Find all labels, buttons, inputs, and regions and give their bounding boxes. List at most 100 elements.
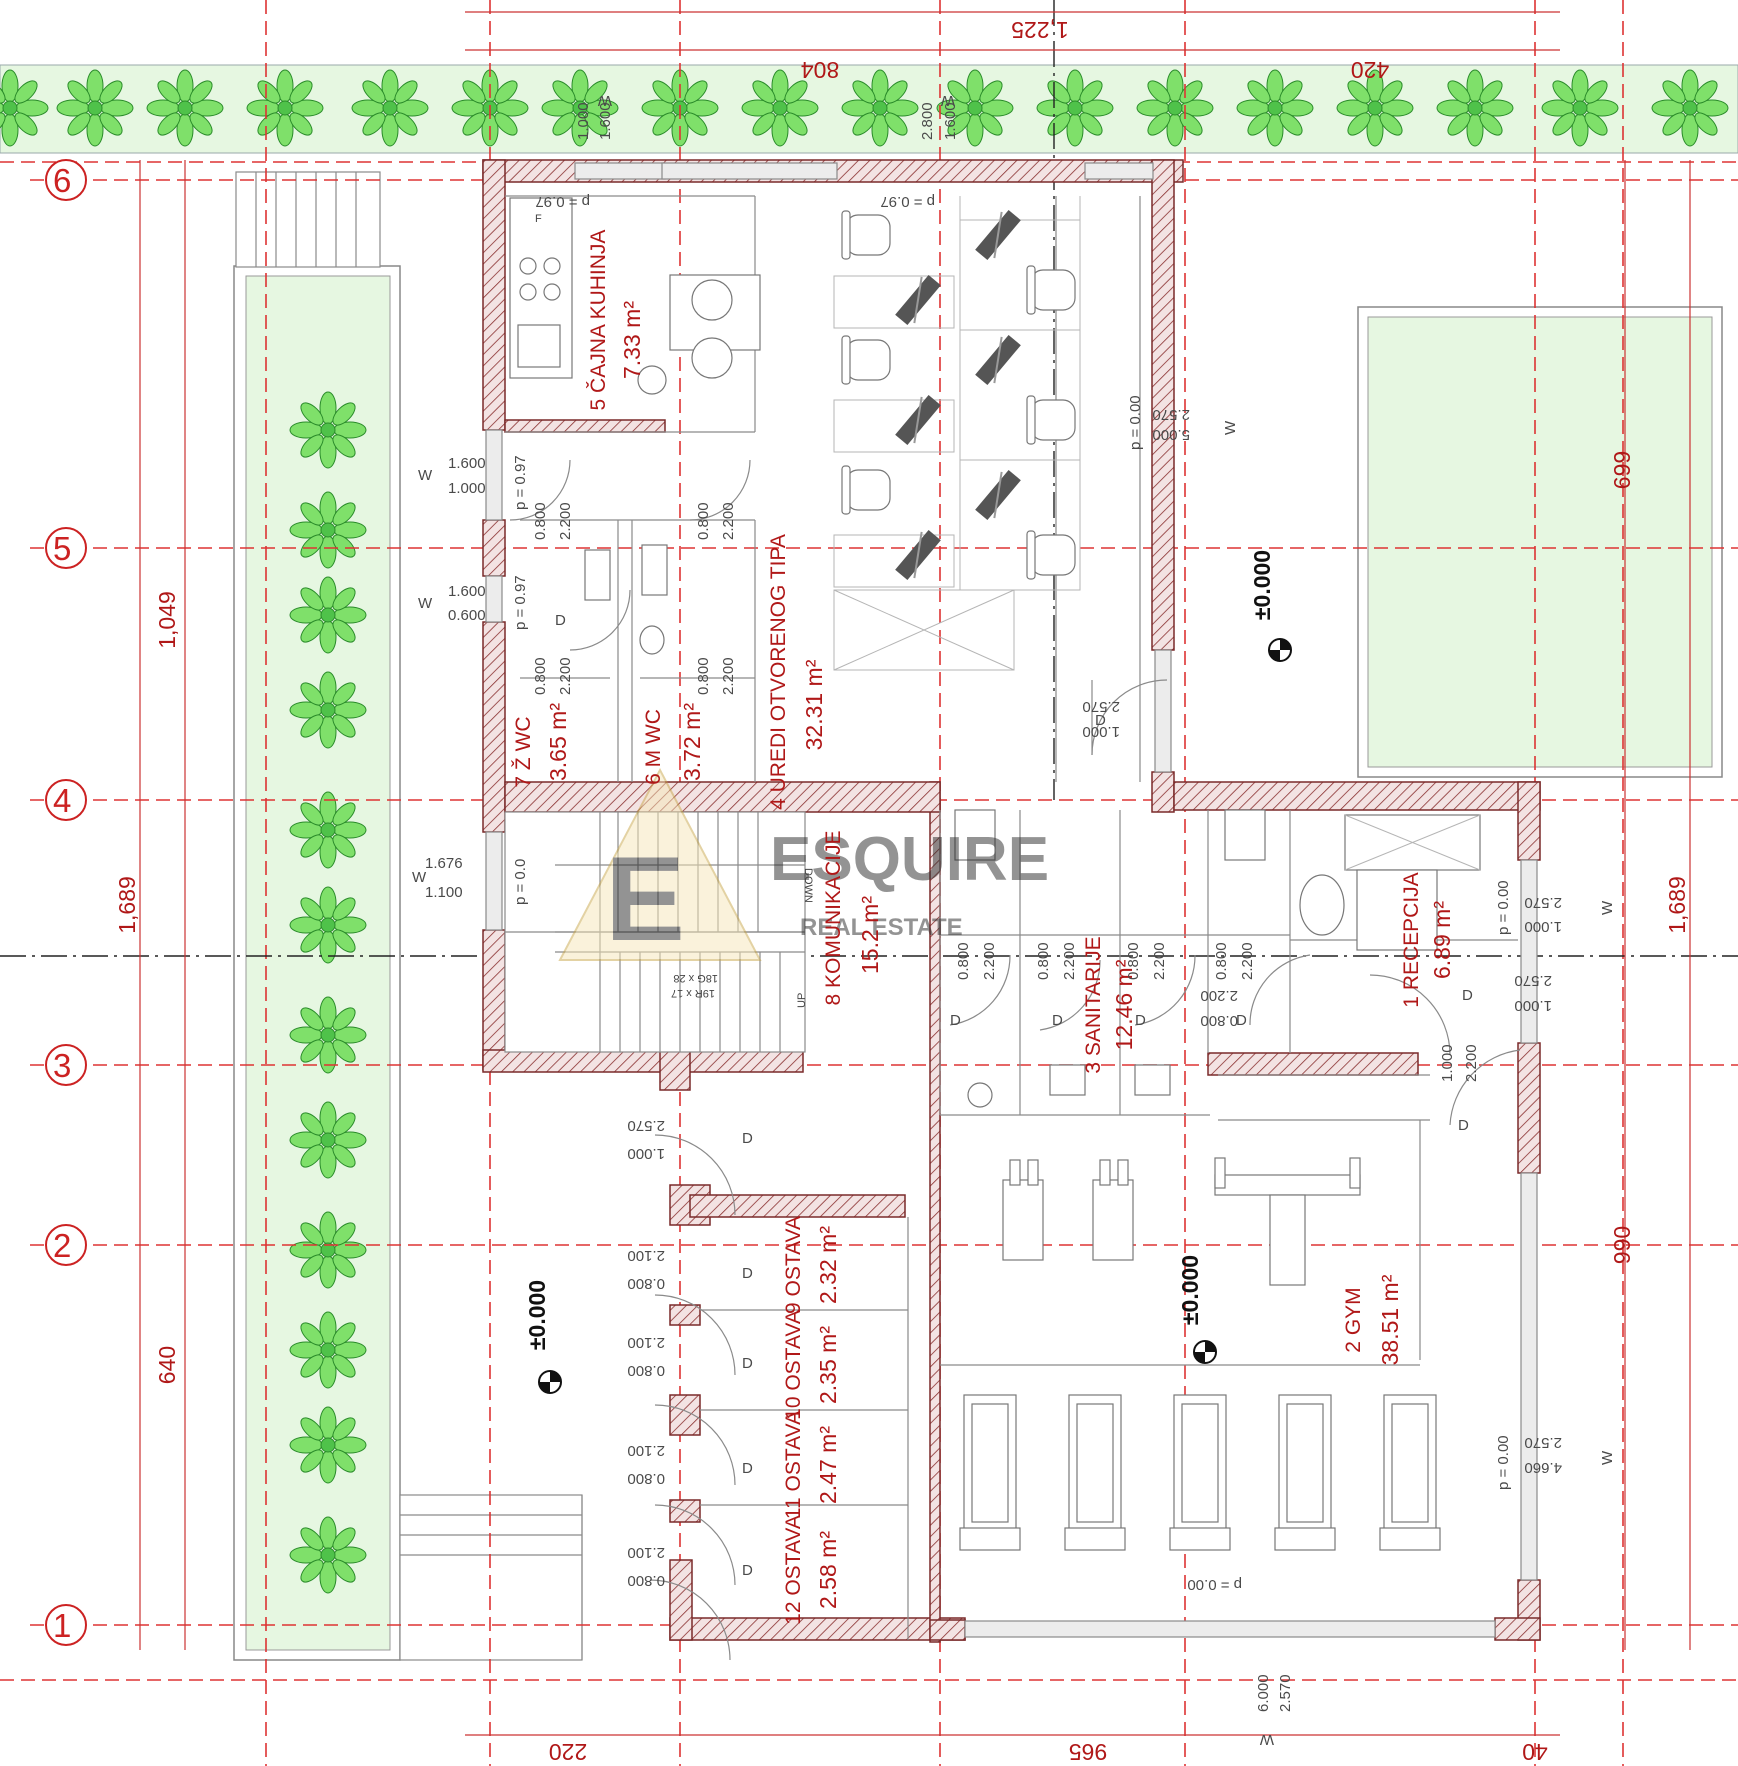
room-2-area: 38.51 m² bbox=[1377, 1274, 1403, 1365]
svg-text:D: D bbox=[742, 1562, 753, 1579]
svg-text:D: D bbox=[1052, 1012, 1063, 1029]
svg-text:D: D bbox=[1095, 712, 1106, 729]
grid-axis-5: 5 bbox=[53, 530, 71, 567]
interior-partitions bbox=[505, 195, 1518, 1640]
dim-top-left: 804 bbox=[801, 57, 840, 83]
grid-axis-6: 6 bbox=[53, 162, 71, 199]
svg-text:2.200: 2.200 bbox=[557, 502, 574, 540]
door-swings bbox=[509, 459, 1521, 1661]
svg-text:D: D bbox=[1458, 1117, 1469, 1134]
dim-right-3: 990 bbox=[1609, 1226, 1635, 1264]
bottom-left-steps bbox=[399, 1494, 583, 1661]
svg-text:D: D bbox=[1462, 987, 1473, 1004]
svg-text:1.000: 1.000 bbox=[1514, 997, 1552, 1014]
dim-left-1: 1,049 bbox=[154, 591, 180, 649]
room-9-area: 2.32 m² bbox=[815, 1226, 841, 1304]
room-11-name: 11 OSTAVA bbox=[782, 1411, 805, 1519]
svg-text:2.100: 2.100 bbox=[627, 1247, 665, 1264]
svg-text:0.800: 0.800 bbox=[695, 657, 712, 695]
svg-text:W: W bbox=[597, 92, 612, 109]
svg-text:D: D bbox=[555, 612, 566, 629]
svg-text:p = 0.97: p = 0.97 bbox=[512, 455, 529, 510]
svg-text:5.000: 5.000 bbox=[1152, 426, 1190, 443]
svg-text:2.100: 2.100 bbox=[627, 1544, 665, 1561]
svg-text:2.570: 2.570 bbox=[1514, 972, 1552, 989]
room-7-area: 3.65 m² bbox=[545, 703, 571, 781]
svg-text:0.800: 0.800 bbox=[1035, 942, 1052, 980]
dim-right-2: 1,689 bbox=[1664, 876, 1690, 934]
svg-text:0.800: 0.800 bbox=[627, 1572, 665, 1589]
room-4-area: 32.31 m² bbox=[801, 659, 827, 750]
top-left-steps bbox=[235, 171, 381, 268]
grid-axis-3: 3 bbox=[53, 1047, 71, 1084]
svg-text:0.600: 0.600 bbox=[448, 607, 486, 624]
svg-text:2.570: 2.570 bbox=[1152, 406, 1190, 423]
svg-text:0.800: 0.800 bbox=[1200, 1012, 1238, 1029]
svg-text:D: D bbox=[950, 1012, 961, 1029]
svg-text:2.200: 2.200 bbox=[1463, 1044, 1480, 1082]
svg-text:1.600: 1.600 bbox=[448, 455, 486, 472]
svg-text:2.200: 2.200 bbox=[1151, 942, 1168, 980]
svg-text:0.800: 0.800 bbox=[627, 1362, 665, 1379]
room-8-area: 15.2 m² bbox=[857, 896, 883, 974]
svg-text:D: D bbox=[742, 1460, 753, 1477]
wc-fixtures bbox=[584, 544, 1481, 1108]
svg-text:E: E bbox=[605, 832, 685, 966]
svg-text:2.200: 2.200 bbox=[1061, 942, 1078, 980]
room-6-area: 3.72 m² bbox=[679, 703, 705, 781]
svg-text:1.000: 1.000 bbox=[1082, 723, 1120, 740]
svg-text:1.000: 1.000 bbox=[575, 102, 592, 140]
office-desks bbox=[833, 196, 1081, 671]
svg-text:W: W bbox=[1599, 1450, 1616, 1465]
room-5-area: 7.33 m² bbox=[619, 301, 645, 379]
svg-text:W: W bbox=[940, 92, 955, 109]
svg-text:p = 0.00: p = 0.00 bbox=[1187, 1576, 1242, 1593]
svg-text:0.800: 0.800 bbox=[627, 1275, 665, 1292]
grid-axis-4: 4 bbox=[53, 782, 71, 819]
svg-text:p = 0.97: p = 0.97 bbox=[880, 193, 935, 210]
svg-text:0.800: 0.800 bbox=[532, 502, 549, 540]
dim-right-1: 699 bbox=[1609, 451, 1635, 489]
svg-text:W: W bbox=[412, 869, 427, 886]
dim-top-right: 420 bbox=[1351, 57, 1389, 83]
svg-text:2.200: 2.200 bbox=[720, 502, 737, 540]
windows bbox=[485, 162, 1538, 1638]
svg-text:1.600: 1.600 bbox=[448, 583, 486, 600]
svg-text:DOWN: DOWN bbox=[802, 868, 814, 903]
svg-text:W: W bbox=[418, 595, 433, 612]
svg-text:2.100: 2.100 bbox=[627, 1442, 665, 1459]
svg-text:p = 0.00: p = 0.00 bbox=[1495, 1435, 1512, 1490]
svg-text:1.676: 1.676 bbox=[425, 855, 463, 872]
level-mark-outside: ±0.000 bbox=[524, 1280, 550, 1350]
room-1-name: 1 RECEPCIJA bbox=[1400, 872, 1423, 1007]
dimension-lines bbox=[139, 11, 1691, 1736]
svg-text:1.000: 1.000 bbox=[627, 1145, 665, 1162]
svg-text:2.200: 2.200 bbox=[557, 657, 574, 695]
room-1-area: 6.89 m² bbox=[1429, 901, 1455, 979]
svg-text:0.800: 0.800 bbox=[1125, 942, 1142, 980]
watermark-sub: REAL ESTATE bbox=[800, 914, 963, 941]
room-3-area: 12.46 m² bbox=[1111, 959, 1137, 1050]
svg-text:0.800: 0.800 bbox=[532, 657, 549, 695]
room-10-area: 2.35 m² bbox=[815, 1326, 841, 1404]
svg-text:19R x 17: 19R x 17 bbox=[671, 987, 715, 999]
dim-left-2: 1,689 bbox=[114, 876, 140, 934]
room-2-name: 2 GYM bbox=[1342, 1287, 1365, 1352]
svg-text:1.000: 1.000 bbox=[448, 480, 486, 497]
svg-text:1.600: 1.600 bbox=[597, 102, 614, 140]
room-9-name: 9 OSTAVA bbox=[782, 1216, 805, 1314]
level-mark-gym: ±0.000 bbox=[1177, 1255, 1203, 1325]
kitchen-fixtures: F bbox=[509, 197, 761, 395]
room-8-name: 8 KOMUNIKACIJE bbox=[822, 830, 845, 1005]
svg-text:2.800: 2.800 bbox=[919, 102, 936, 140]
room-4-name: 4 UREDI OTVORENOG TIPA bbox=[767, 534, 790, 810]
dim-bottom-3: 40 bbox=[1522, 1739, 1548, 1765]
room-6-name: 6 M WC bbox=[642, 709, 665, 785]
svg-text:2.200: 2.200 bbox=[981, 942, 998, 980]
svg-text:W: W bbox=[1222, 420, 1239, 435]
level-marks: ±0.000 ±0.000 ±0.000 bbox=[524, 550, 1292, 1394]
svg-text:D: D bbox=[742, 1265, 753, 1282]
grid-axis-2: 2 bbox=[53, 1227, 71, 1264]
svg-text:2.570: 2.570 bbox=[1082, 698, 1120, 715]
